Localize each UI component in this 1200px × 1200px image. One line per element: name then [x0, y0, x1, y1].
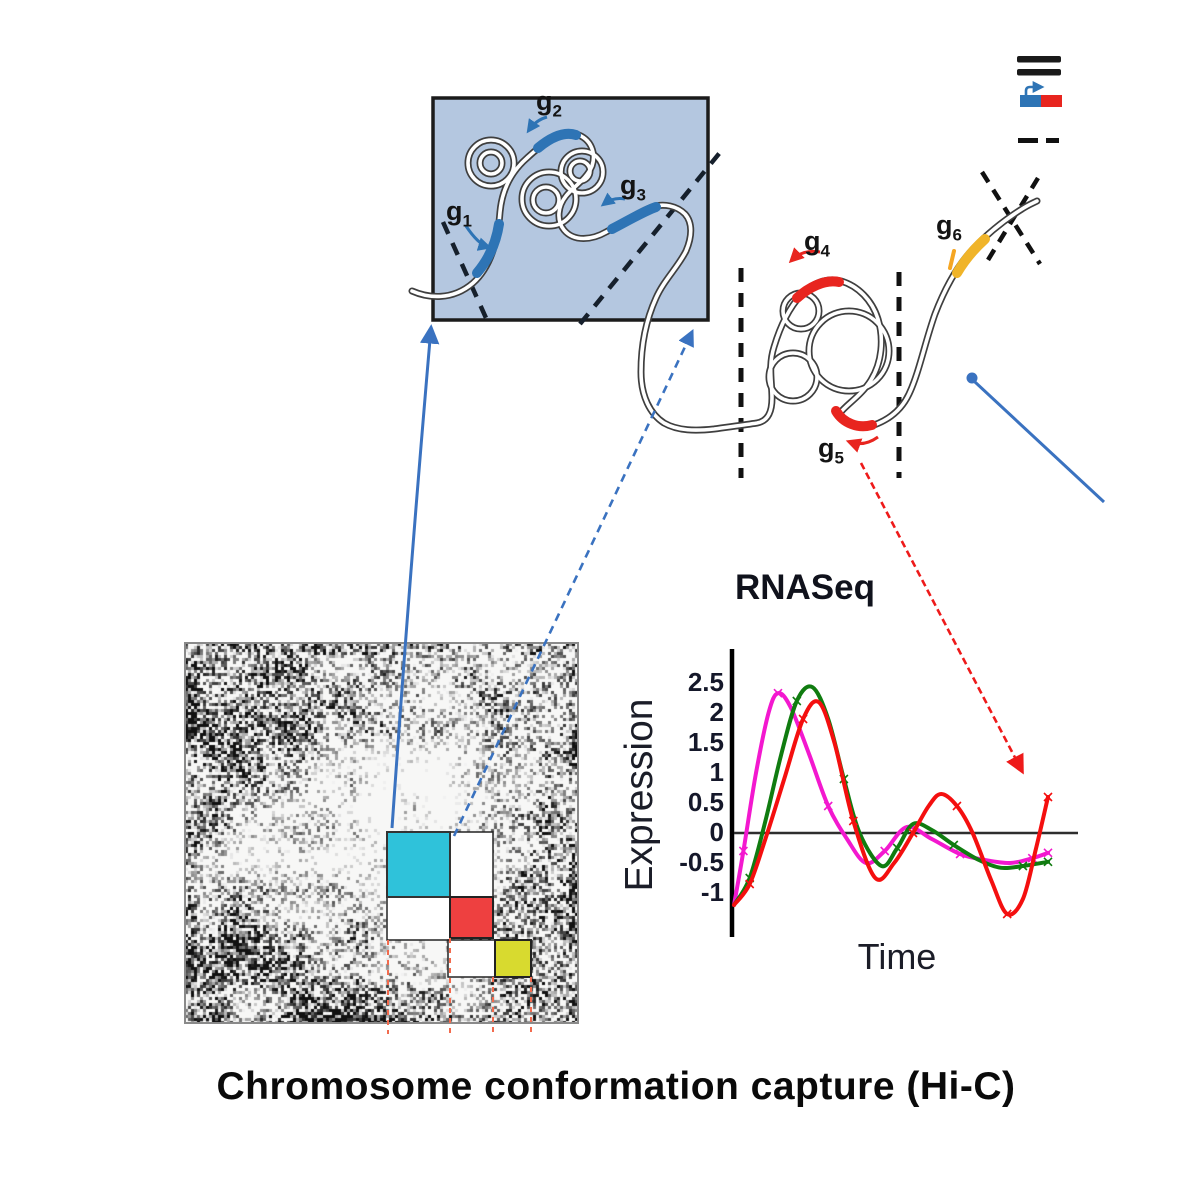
hic-to-tad-arrow-left	[390, 324, 440, 829]
fiber-loop-core	[531, 185, 561, 215]
series-marker	[738, 846, 748, 856]
connector-arrows	[390, 324, 1106, 837]
series-marker	[892, 843, 902, 853]
y-tick-label: 2	[709, 697, 724, 727]
fiber-loop-core	[478, 150, 504, 176]
series-marker	[745, 879, 755, 889]
series-marker	[1043, 857, 1053, 867]
rnaseq-title: RNASeq	[734, 568, 876, 607]
fiber-loop-core	[520, 170, 578, 228]
hic-matrix-border	[184, 642, 579, 1024]
g4-direction-arrow	[788, 247, 821, 264]
legend-icons	[1017, 56, 1062, 143]
gene-promoter-icon	[1020, 95, 1041, 107]
fiber-loop-core	[466, 138, 516, 188]
y-tick-label: -1	[700, 877, 724, 907]
gene-label-g6: g6	[936, 210, 962, 245]
hic-offdiag-block	[447, 939, 496, 978]
hic-matrix-overlays	[184, 642, 579, 1034]
series-red-gene-cluster	[732, 699, 1050, 917]
rnaseq-chart	[729, 649, 1078, 937]
promoter-arrow-icon	[1024, 81, 1045, 99]
gene-segment-g2	[533, 128, 581, 153]
gene-label-g2: g2	[536, 86, 562, 121]
series-marker	[773, 688, 783, 698]
hic-caption: Chromosome conformation capture (Hi-C)	[216, 1065, 1016, 1108]
domain-boundary-icon	[1046, 138, 1059, 143]
gene-label-base: g	[936, 210, 953, 240]
y-tick-label: 0	[709, 817, 724, 847]
y-tick-label: -0.5	[679, 847, 724, 877]
gene-label-g1: g1	[446, 196, 472, 231]
gene-promoter-icon	[1041, 95, 1062, 107]
g6-direction-tick	[948, 249, 956, 270]
hic-domain-cyan	[386, 831, 451, 898]
gene-label-base: g	[620, 170, 637, 200]
hic-domain-red	[449, 896, 494, 939]
hic-domain-yellow	[494, 939, 532, 978]
domain-boundary-icon	[1018, 138, 1038, 143]
series-marker	[1043, 792, 1053, 802]
gene-segment-g3	[607, 202, 661, 234]
gene-label-g4: g4	[804, 226, 830, 261]
series-marker	[848, 816, 858, 826]
g2-direction-arrow	[526, 115, 548, 134]
series-marker	[1043, 848, 1053, 858]
series-marker	[1002, 909, 1012, 919]
transcription-arrows	[464, 115, 956, 453]
gene-label-sub: 5	[834, 448, 844, 468]
time-axis-label: Time	[857, 936, 937, 977]
g5-to-expression-arrow	[859, 462, 1024, 775]
boundary-dash	[440, 221, 489, 319]
gene-label-base: g	[536, 86, 553, 116]
series-marker	[949, 840, 959, 850]
hic-offdiag-block	[386, 896, 451, 941]
series-marker	[880, 846, 890, 856]
chromatin-fiber-icon	[1017, 69, 1061, 76]
gene-segment-g6	[952, 234, 990, 278]
series-marker	[1018, 861, 1028, 871]
y-tick-label: 1.5	[687, 727, 724, 757]
g5-direction-arrow	[845, 435, 879, 453]
gene-label-base: g	[446, 196, 463, 226]
series-marker	[823, 801, 833, 811]
gene-label-sub: 3	[636, 185, 646, 205]
series-marker	[952, 801, 962, 811]
chromatin-fiber	[408, 129, 1041, 434]
series-green-gene-cluster	[732, 684, 1050, 907]
hic-to-tad-arrow-right	[452, 328, 694, 837]
gene-label-base: g	[818, 433, 835, 463]
chromatin-fiber-icon	[1017, 56, 1061, 63]
gene-label-g5: g5	[818, 433, 844, 468]
gene-label-sub: 2	[552, 101, 562, 121]
gene-label-sub: 4	[820, 241, 830, 261]
gene-segment-g4	[792, 276, 844, 303]
y-tick-label: 2.5	[687, 667, 724, 697]
gene-label-sub: 6	[952, 225, 962, 245]
boundary-dash	[980, 170, 1042, 266]
hic-offdiag-block	[449, 831, 494, 898]
g3-direction-arrow	[600, 192, 626, 207]
y-tick-label: 1	[709, 757, 724, 787]
gene-label-g3: g3	[620, 170, 646, 205]
fiber-callout-dot	[966, 372, 978, 384]
g1-direction-arrow	[464, 225, 492, 251]
gene-label-base: g	[804, 226, 821, 256]
series-marker	[908, 828, 918, 838]
fiber-strand-core	[410, 131, 1039, 432]
gene-segment-g5	[831, 406, 877, 432]
gene-segments	[472, 128, 990, 432]
fiber-loop-core	[807, 309, 891, 393]
series-marker	[792, 696, 802, 706]
fiber-callout-line	[973, 380, 1106, 504]
gene-label-sub: 1	[462, 211, 472, 231]
y-tick-label: 0.5	[687, 787, 724, 817]
fiber-loop-core	[559, 149, 605, 195]
series-magenta-gene-cluster	[732, 691, 1050, 907]
gene-segment-g1	[472, 219, 504, 278]
series-marker	[798, 714, 808, 724]
boundary-dash	[578, 148, 724, 326]
